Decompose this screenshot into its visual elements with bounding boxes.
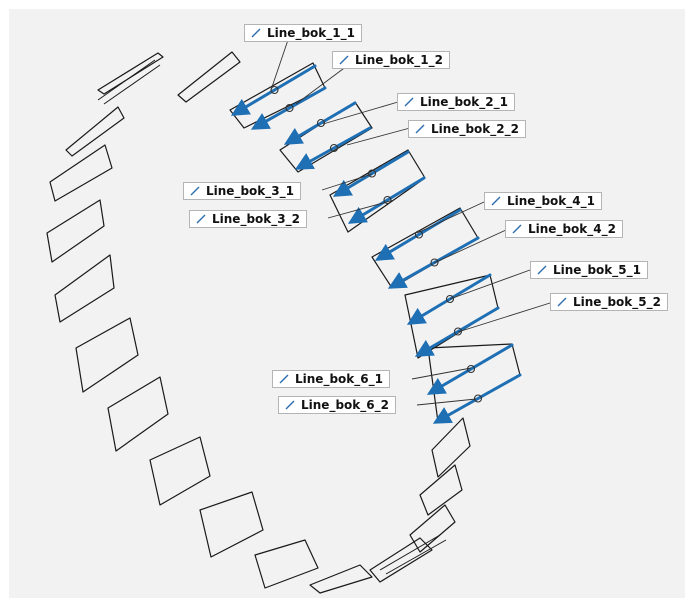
label-line-bok-5-2[interactable]: Line_bok_5_2: [550, 293, 668, 311]
line-icon: [557, 297, 567, 307]
midpoint-handle[interactable]: [329, 143, 339, 153]
label-line-bok-1-2[interactable]: Line_bok_1_2: [332, 51, 450, 69]
label-text: Line_bok_4_2: [528, 222, 616, 236]
line-icon: [491, 196, 501, 206]
midpoint-handle[interactable]: [383, 195, 392, 205]
label-line-bok-1-1[interactable]: Line_bok_1_1: [244, 24, 362, 42]
part-drawing[interactable]: [9, 9, 685, 598]
midpoint-handle[interactable]: [473, 394, 483, 403]
line-icon: [415, 124, 425, 134]
label-text: Line_bok_3_2: [212, 212, 300, 226]
label-line-bok-3-2[interactable]: Line_bok_3_2: [189, 210, 307, 228]
leader-lines: [270, 33, 551, 406]
label-text: Line_bok_1_1: [267, 26, 355, 40]
midpoint-handle[interactable]: [367, 169, 377, 178]
line-icon: [251, 28, 261, 38]
label-line-bok-5-1[interactable]: Line_bok_5_1: [530, 261, 648, 279]
label-line-bok-2-1[interactable]: Line_bok_2_1: [397, 93, 515, 111]
arrow-line-bok_4_1[interactable]: [374, 208, 462, 261]
line-icon: [285, 400, 295, 410]
label-text: Line_bok_6_2: [301, 398, 389, 412]
midpoint-handle[interactable]: [430, 258, 439, 267]
label-line-bok-4-1[interactable]: Line_bok_4_1: [484, 192, 602, 210]
midpoint-handle[interactable]: [316, 118, 326, 128]
line-icon: [339, 55, 349, 65]
label-text: Line_bok_3_1: [206, 184, 294, 198]
arrow-line-bok_2_2[interactable]: [294, 126, 372, 170]
arrow-line-bok_1_1[interactable]: [230, 64, 317, 116]
line-icon: [196, 214, 206, 224]
label-text: Line_bok_4_1: [507, 194, 595, 208]
arrow-line-bok_3_1[interactable]: [332, 150, 410, 197]
midpoint-handle[interactable]: [414, 230, 424, 239]
label-text: Line_bok_5_2: [573, 295, 661, 309]
line-icon: [190, 186, 200, 196]
label-line-bok-3-1[interactable]: Line_bok_3_1: [183, 182, 301, 200]
label-line-bok-4-2[interactable]: Line_bok_4_2: [505, 220, 623, 238]
label-text: Line_bok_1_2: [355, 53, 443, 67]
label-text: Line_bok_5_1: [553, 263, 641, 277]
midpoint-handle[interactable]: [285, 103, 294, 113]
label-text: Line_bok_6_1: [295, 372, 383, 386]
arrow-line-bok_3_2[interactable]: [347, 176, 426, 224]
label-line-bok-2-2[interactable]: Line_bok_2_2: [408, 120, 526, 138]
line-icon: [537, 265, 547, 275]
arrow-line-bok_2_1[interactable]: [283, 101, 357, 145]
line-icon: [404, 97, 414, 107]
midpoint-handle[interactable]: [453, 327, 463, 336]
arrow-line-bok_5_2[interactable]: [414, 306, 500, 357]
line-icon: [279, 374, 289, 384]
label-text: Line_bok_2_2: [431, 122, 519, 136]
label-line-bok-6-1[interactable]: Line_bok_6_1: [272, 370, 390, 388]
label-text: Line_bok_2_1: [420, 95, 508, 109]
label-line-bok-6-2[interactable]: Line_bok_6_2: [278, 396, 396, 414]
midpoint-handle[interactable]: [445, 294, 455, 304]
arrow-line-bok_6_2[interactable]: [432, 373, 522, 424]
arrow-line-bok_1_2[interactable]: [250, 86, 327, 130]
arrow-line-bok_6_1[interactable]: [426, 343, 514, 395]
line-icon: [512, 224, 522, 234]
